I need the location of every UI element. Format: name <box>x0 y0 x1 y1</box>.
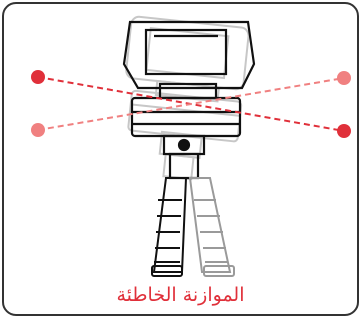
endpoint-right-bottom <box>337 124 351 138</box>
imbalance-lines <box>37 76 345 132</box>
ghost-gimbal <box>125 15 250 181</box>
endpoint-left-bottom <box>31 123 45 137</box>
gimbal-illustration <box>31 15 351 277</box>
endpoint-left-top <box>31 70 45 84</box>
main-gimbal-head <box>122 20 256 180</box>
endpoint-right-top <box>337 71 351 85</box>
imbalance-line-2 <box>37 77 345 131</box>
left-grip-leg <box>151 177 188 277</box>
diagram-frame: الموازنة الخاطئة <box>2 2 359 316</box>
diagram-caption: الموازنة الخاطئة <box>116 284 245 306</box>
right-grip-leg <box>188 177 235 277</box>
